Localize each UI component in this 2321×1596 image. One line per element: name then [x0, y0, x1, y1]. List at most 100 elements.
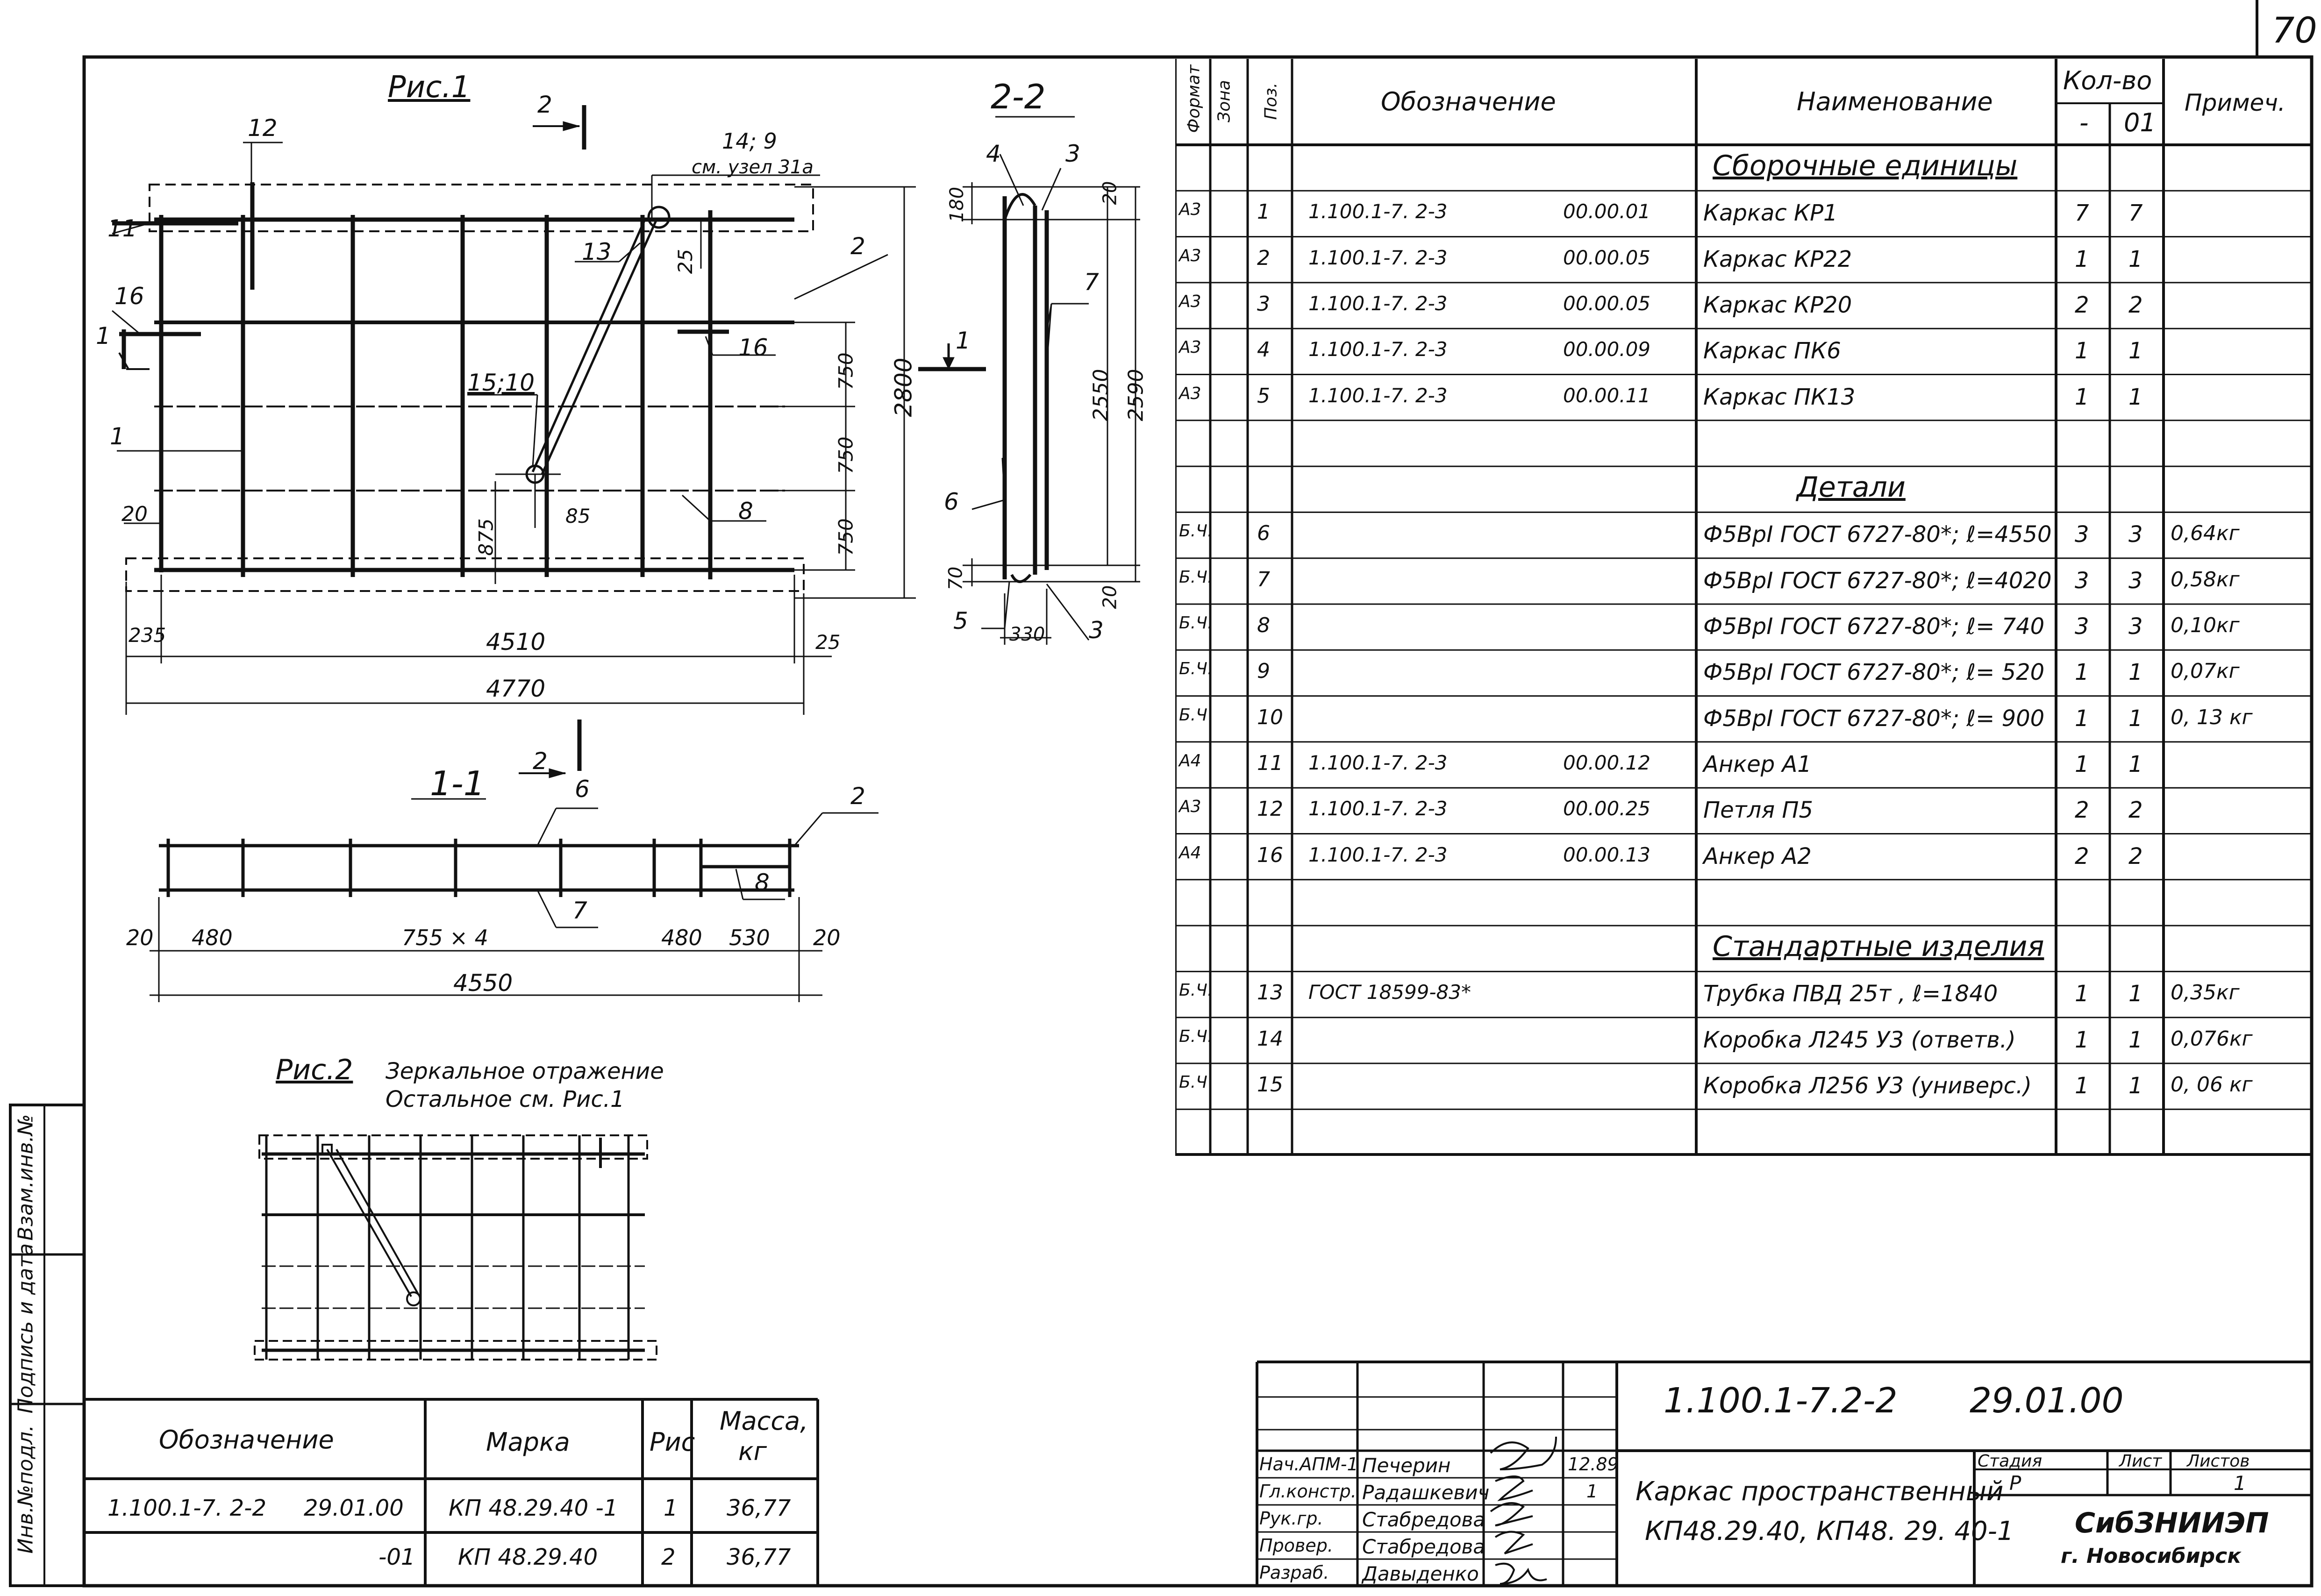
section-2-2-drawing: [918, 116, 1140, 645]
variants-row-1-mass: 36,77: [727, 1495, 791, 1521]
spec-cell-code: 00.00.25: [1563, 797, 1651, 820]
spec-cell-format: Б.Ч.: [1179, 981, 1213, 1000]
fig1-dim-4510: 4510: [486, 628, 546, 656]
fig1-dim-25b: 25: [815, 631, 841, 654]
spec-cell-note: 0,35кг: [2171, 981, 2240, 1005]
title-sheets-value: 1: [2234, 1472, 2246, 1495]
title-doc-code: 1.100.1-7.2-2: [1664, 1381, 1898, 1421]
section-1-1-label-2: 2: [850, 783, 865, 810]
title-one: 1: [1586, 1481, 1598, 1502]
title-role-3: Рук.гр.: [1259, 1508, 1323, 1529]
variants-row-2-code: -01: [379, 1544, 415, 1570]
spec-cell-note: 0,58кг: [2171, 567, 2240, 591]
spec-cell-qty-b: 2: [2128, 292, 2143, 318]
spec-row: Детали: [1175, 466, 2312, 512]
fig1-node-note: см. узел 31а: [692, 157, 814, 178]
spec-cell-pos: 13: [1257, 981, 1283, 1005]
spec-cell-qty-b: 7: [2128, 200, 2143, 227]
fig1-label-11: 11: [107, 215, 137, 242]
spec-cell-designation: 1.100.1-7. 2-3: [1308, 751, 1448, 774]
section-1-1-mark: 2: [533, 748, 548, 775]
spec-cell-qty-a: 3: [2075, 613, 2089, 640]
spec-cell-designation: 1.100.1-7. 2-3: [1308, 292, 1448, 315]
spec-cell-name: Каркас ПК13: [1703, 384, 1856, 410]
title-name-2: Радашкевич: [1362, 1481, 1490, 1504]
spec-cell-pos: 8: [1257, 613, 1270, 637]
section-2-2-title: 2-2: [991, 77, 1046, 116]
section-2-2-label-4: 4: [986, 140, 1001, 167]
spec-cell-pos: 7: [1257, 567, 1270, 591]
spec-cell-qty-b: 1: [2128, 1026, 2143, 1053]
section-1-1-dim-20b: 20: [813, 925, 841, 950]
spec-cell-qty-b: 1: [2128, 1073, 2143, 1099]
spec-cell-qty-b: 1: [2128, 659, 2143, 686]
spec-cell-note: 0, 13 кг: [2171, 705, 2253, 729]
spec-cell-qty-a: 1: [2075, 1026, 2089, 1053]
spec-cell-note: 0,64кг: [2171, 521, 2240, 546]
spec-cell-pos: 5: [1257, 384, 1270, 408]
spec-header-qty-a: -: [2079, 108, 2089, 137]
spec-cell-qty-a: 1: [2075, 751, 2089, 777]
spec-header-qty: Кол-во: [2063, 66, 2152, 95]
spec-cell-designation: ГОСТ 18599-83*: [1308, 981, 1471, 1004]
section-2-2-label-3b: 3: [1089, 617, 1104, 644]
spec-cell-name: Ф5ВрI ГОСТ 6727-80*; ℓ= 900: [1703, 705, 2045, 732]
fig1-label-1: 1: [110, 423, 125, 450]
fig1-dim-4770: 4770: [486, 675, 546, 702]
spec-cell-format: Б.Ч: [1179, 1073, 1207, 1092]
variants-header-fig: Рис: [650, 1427, 695, 1457]
spec-cell-name: Анкер А1: [1703, 751, 1812, 777]
section-1-1-dim-20a: 20: [126, 925, 154, 950]
spec-cell-qty-b: 1: [2128, 246, 2143, 272]
spec-cell-pos: 2: [1257, 246, 1270, 270]
fig1-dim-235: 235: [129, 624, 166, 647]
spec-cell-pos: 12: [1257, 797, 1283, 821]
spec-grid: [1175, 59, 2312, 1156]
spec-header-note: Примеч.: [2185, 89, 2285, 116]
spec-cell-name: Петля П5: [1703, 797, 1814, 824]
spec-cell-format: А4: [1179, 751, 1201, 770]
spec-cell-name: Коробка Л256 У3 (универс.): [1703, 1073, 2032, 1099]
variants-row-2-fig: 2: [661, 1544, 676, 1570]
title-role-1: Нач.АПМ-1: [1259, 1454, 1358, 1475]
variants-table-grid: [84, 1398, 819, 1586]
spec-cell-name: Каркас КР22: [1703, 246, 1852, 272]
spec-cell-code: 00.00.05: [1563, 292, 1651, 315]
spec-cell-format: Б.Ч.: [1179, 613, 1213, 633]
spec-cell-qty-a: 2: [2075, 843, 2089, 869]
fig1-label-8: 8: [738, 498, 753, 525]
variants-header-mass: Масса,: [720, 1406, 808, 1436]
section-2-2-label-5: 5: [953, 607, 968, 634]
spec-cell-format: Б.Ч.: [1179, 567, 1213, 587]
spec-cell-format: А4: [1179, 843, 1201, 862]
figure-2-drawing: [254, 1134, 657, 1361]
spec-cell-qty-a: 2: [2075, 292, 2089, 318]
title-line-2: КП48.29.40, КП48. 29. 40-1: [1645, 1516, 2014, 1546]
spec-cell-pos: 15: [1257, 1073, 1283, 1097]
spec-cell-name: Ф5ВрI ГОСТ 6727-80*; ℓ=4550: [1703, 521, 2052, 548]
spec-cell-qty-b: 1: [2128, 338, 2143, 364]
spec-cell-name: Стандартные изделия: [1713, 930, 2044, 963]
figure-1-drawing: [112, 105, 916, 715]
spec-cell-pos: 9: [1257, 659, 1270, 684]
spec-cell-qty-b: 3: [2128, 567, 2143, 594]
spec-cell-name: Ф5ВрI ГОСТ 6727-80*; ℓ= 520: [1703, 659, 2045, 686]
title-role-5: Разраб.: [1259, 1562, 1329, 1583]
section-2-2-cut-mark: 1: [956, 327, 971, 354]
spec-cell-qty-a: 1: [2075, 705, 2089, 732]
title-name-4: Стабредова: [1362, 1535, 1485, 1558]
spec-cell-code: 00.00.01: [1563, 200, 1651, 223]
title-date: 12.89: [1568, 1454, 1619, 1475]
spec-cell-pos: 16: [1257, 843, 1283, 867]
spec-row: Сборочные единицы: [1175, 145, 2312, 191]
title-doc-sub: 29.01.00: [1970, 1381, 2124, 1421]
spec-cell-designation: 1.100.1-7. 2-3: [1308, 200, 1448, 223]
